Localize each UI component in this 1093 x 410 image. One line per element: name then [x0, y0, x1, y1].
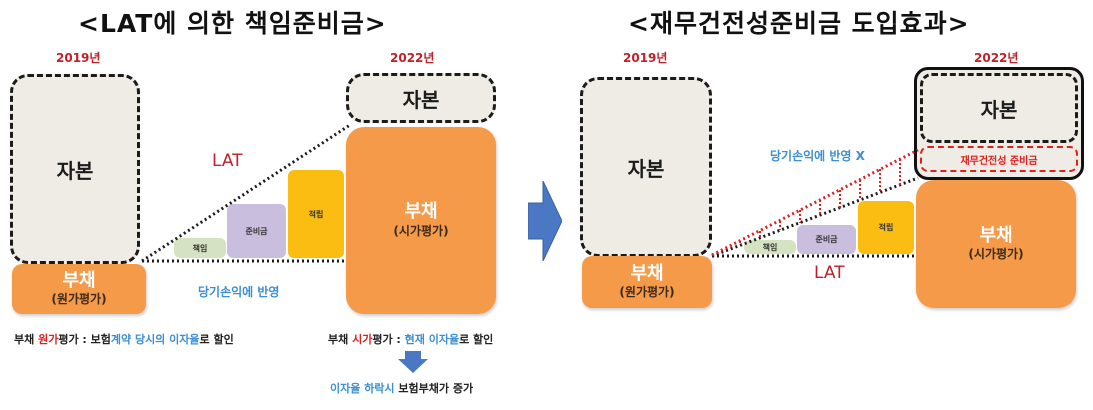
left-lat-label: LAT [212, 151, 243, 171]
right-pnl-label: 당기손익에 반영 X [770, 149, 865, 163]
note-highlight-red: 원가 [38, 333, 59, 346]
right-reserve-block-1: 책임 [744, 240, 796, 254]
left-liability-2022-main: 부채 [404, 201, 438, 223]
left-reserve-block-3: 적립 [288, 170, 344, 258]
left-year-2019: 2019년 [56, 51, 101, 65]
left-liability-2019: 부채 (원가평가) [12, 264, 146, 314]
right-liability-2022: 부채 (시가평가) [916, 180, 1076, 308]
note-text: 로 할인 [199, 333, 234, 346]
left-year-2022: 2022년 [390, 51, 435, 65]
left-note-market-valuation: 부채 시가평가 : 현재 이자율로 할인 [328, 331, 493, 347]
note-text: 부채 [14, 333, 39, 346]
left-note-cost-valuation: 부채 원가평가 : 보험계약 당시의 이자율로 할인 [14, 331, 234, 347]
right-reserve-block-3: 적립 [858, 201, 914, 254]
note-text: 부채 [328, 333, 353, 346]
note-text: 평가 : 보험 [58, 333, 111, 346]
right-year-2019: 2019년 [623, 51, 668, 65]
left-liability-2022: 부채 (시가평가) [346, 127, 496, 314]
right-liability-2019-sub: (원가평가) [619, 285, 675, 300]
note-text: 평가 : [372, 333, 405, 346]
right-reserve-block-2: 준비금 [797, 225, 856, 254]
right-liability-2019: 부채 (원가평가) [582, 256, 712, 308]
note-text: 로 할인 [459, 333, 494, 346]
right-arrow-icon [528, 181, 562, 261]
right-lat-label: LAT [814, 263, 845, 283]
right-year-2022: 2022년 [974, 51, 1019, 65]
note-highlight-red: 시가 [352, 333, 373, 346]
left-capital-2019: 자본 [10, 74, 140, 264]
note-highlight-blue: 현재 이자율 [404, 333, 460, 346]
left-liability-2019-main: 부채 [62, 269, 96, 291]
left-liability-2022-sub: (시가평가) [393, 223, 449, 238]
left-pnl-label: 당기손익에 반영 [198, 285, 280, 299]
left-reserve-block-2: 준비금 [227, 204, 286, 258]
right-liability-2022-main: 부채 [979, 224, 1013, 246]
note-highlight-blue: 이자율 하락시 [330, 382, 395, 395]
left-reserve-block-1: 책임 [174, 238, 226, 258]
down-arrow-icon [398, 351, 428, 373]
right-liability-2022-sub: (시가평가) [968, 247, 1024, 262]
note-highlight-blue: 계약 당시의 이자율 [110, 333, 200, 346]
left-liability-2019-sub: (원가평가) [51, 292, 107, 307]
right-capital-2019: 자본 [580, 77, 712, 257]
right-liability-2019-main: 부채 [630, 262, 664, 284]
right-capital-2022: 자본 [920, 73, 1078, 143]
left-panel-title: <LAT에 의한 책임준비금> [78, 9, 387, 38]
right-panel-title: <재무건전성준비금 도입효과> [628, 9, 970, 38]
note-text: 보험부채가 증가 [394, 382, 474, 395]
left-note-result: 이자율 하락시 보험부채가 증가 [330, 380, 473, 396]
left-capital-2022: 자본 [346, 73, 496, 123]
right-solvency-reserve: 재무건전성 준비금 [920, 146, 1078, 172]
